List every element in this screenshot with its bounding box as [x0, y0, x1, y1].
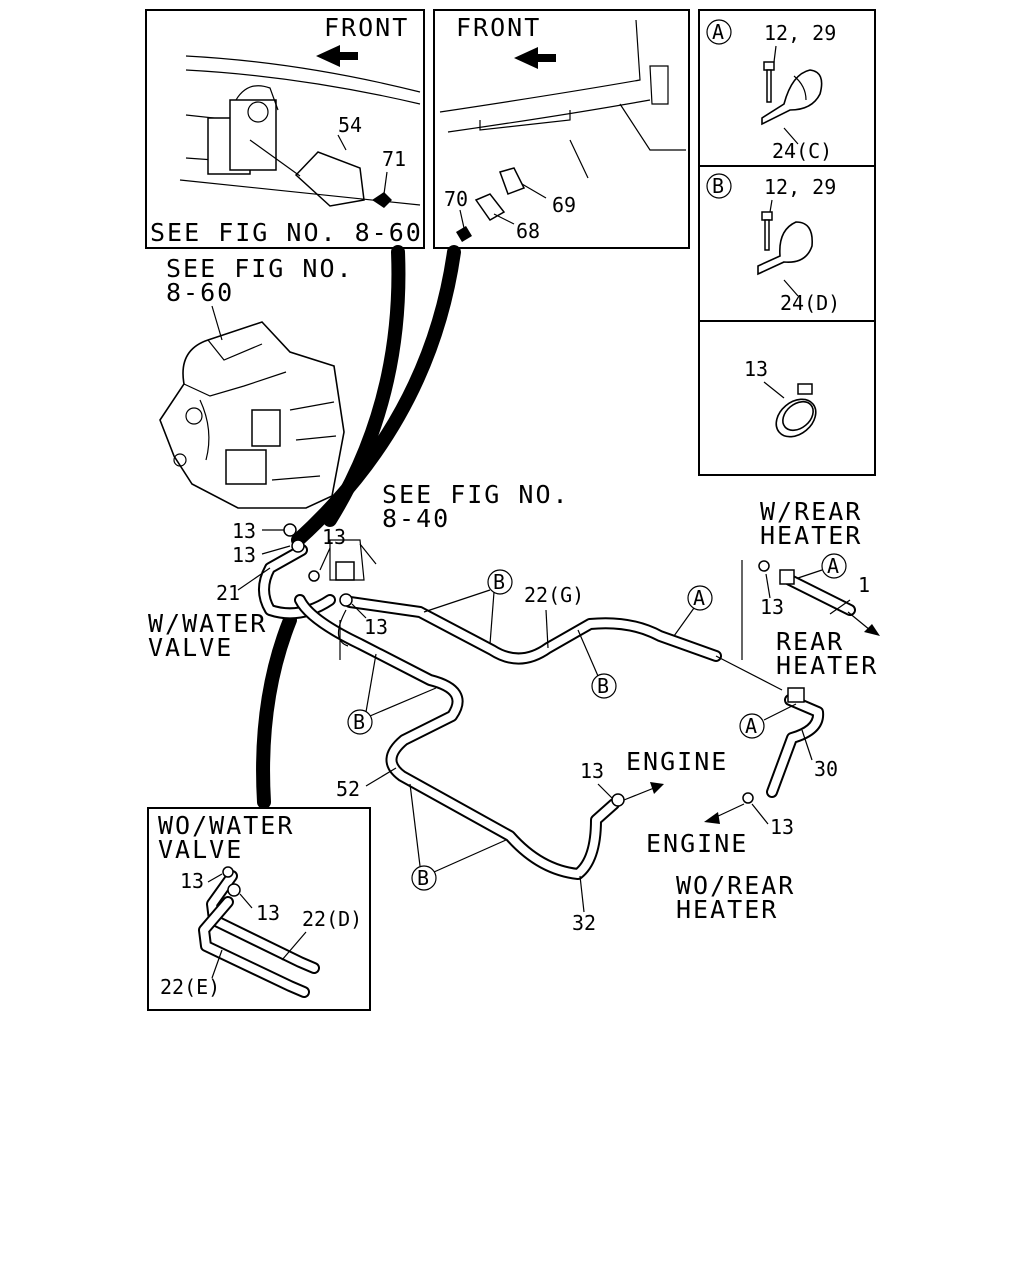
wo-rear-heater-line1: WO/REAR [676, 871, 795, 900]
front-label: FRONT [456, 13, 541, 42]
panel-floor-bracket: FRONT 70 68 69 [433, 9, 690, 249]
legend-hose-clamp: 13 [698, 320, 876, 476]
panel-wo-water-valve: WO/WATER VALVE 13 13 22(D) 22(E) [147, 807, 371, 1011]
clamps [283, 523, 805, 807]
part-30-label: 30 [814, 757, 838, 781]
part-13-label: 13 [364, 615, 388, 639]
legend-a-bolt-label: 12, 29 [764, 21, 836, 45]
part-13-label: 13 [322, 525, 346, 549]
part-21-label: 21 [216, 581, 240, 605]
part-22e-label: 22(E) [160, 975, 220, 999]
rear-heater-line2: HEATER [776, 651, 878, 680]
engine-arrow-icon [704, 812, 720, 824]
engine-arrow-icon [650, 782, 664, 794]
front-arrow-icon [514, 47, 556, 69]
part-13-label: 13 [770, 815, 794, 839]
callout-a: A [693, 586, 705, 610]
callout-a: A [745, 714, 757, 738]
see-fig-heater-line1: SEE FIG NO. [166, 254, 354, 283]
part-1-label: 1 [858, 573, 870, 597]
legend-a-symbol: A [712, 20, 724, 44]
hose-clamp-icon [775, 398, 817, 438]
wo-rear-heater-line2: HEATER [676, 895, 778, 924]
legend-a-clip-label: 24(C) [772, 139, 832, 163]
part-22d-label: 22(D) [302, 907, 362, 931]
hose-assembly [258, 544, 856, 880]
callout-b: B [353, 710, 365, 734]
part-52-label: 52 [336, 777, 360, 801]
direction-arrows [623, 611, 880, 824]
engine-label-2: ENGINE [646, 829, 748, 858]
plate-68-icon [474, 193, 506, 221]
screw-71-icon [372, 192, 392, 208]
bolt-70-icon [456, 226, 472, 242]
part-13-label: 13 [232, 543, 256, 567]
w-rear-heater-line2: HEATER [760, 521, 862, 550]
part-13-label: 13 [760, 595, 784, 619]
see-fig-valve-line2: 8-40 [382, 504, 450, 533]
engine-label-1: ENGINE [626, 747, 728, 776]
see-fig-label: SEE FIG NO. 8-60 [150, 218, 423, 247]
callout-a: A [827, 554, 839, 578]
legend-clip-b: B 12, 29 24(D) [698, 165, 876, 322]
rear-heater-line1: REAR [776, 627, 844, 656]
part-32-label: 32 [572, 911, 596, 935]
bracket-54-icon [294, 151, 365, 207]
legend-clamp-label: 13 [744, 357, 768, 381]
legend-b-symbol: B [712, 174, 724, 198]
front-arrow-icon [316, 45, 358, 67]
part-70-label: 70 [444, 187, 468, 211]
callout-b: B [597, 674, 609, 698]
part-68-label: 68 [516, 219, 540, 243]
w-rear-heater-line1: W/REAR [760, 497, 862, 526]
legend-clip-a: A 12, 29 24(C) [698, 9, 876, 167]
part-22g-label: 22(G) [524, 583, 584, 607]
callout-symbols: B B B B A A A [347, 553, 847, 891]
part-54-label: 54 [338, 113, 362, 137]
part-71-label: 71 [382, 147, 406, 171]
part-13-label: 13 [256, 901, 280, 925]
part-13-label: 13 [180, 869, 204, 893]
w-water-valve-line1: W/WATER [148, 609, 267, 638]
see-fig-heater-line2: 8-60 [166, 278, 234, 307]
main-labels: SEE FIG NO. 8-40 W/WATER VALVE W/REAR HE… [148, 480, 878, 935]
leader-band-wo-valve [256, 613, 297, 809]
panel-heater-bracket: FRONT 54 71 SEE FIG NO. 8-60 [145, 9, 425, 249]
rear-heater-arrow-icon [864, 624, 880, 636]
leader-band-panel2 [291, 245, 461, 547]
plate-69-icon [499, 167, 526, 195]
legend-b-bolt-label: 12, 29 [764, 175, 836, 199]
front-label: FRONT [324, 13, 409, 42]
see-fig-valve-line1: SEE FIG NO. [382, 480, 570, 509]
heater-unit-illustration: SEE FIG NO. 8-60 [159, 254, 354, 509]
callout-b: B [417, 866, 429, 890]
wo-water-valve-line1: WO/WATER [158, 811, 294, 840]
legend-b-clip-label: 24(D) [780, 291, 840, 315]
part-13-label: 13 [580, 759, 604, 783]
part-69-label: 69 [552, 193, 576, 217]
callout-b: B [493, 570, 505, 594]
part-13-label: 13 [232, 519, 256, 543]
w-water-valve-line2: VALVE [148, 633, 233, 662]
wo-water-valve-line2: VALVE [158, 835, 243, 864]
